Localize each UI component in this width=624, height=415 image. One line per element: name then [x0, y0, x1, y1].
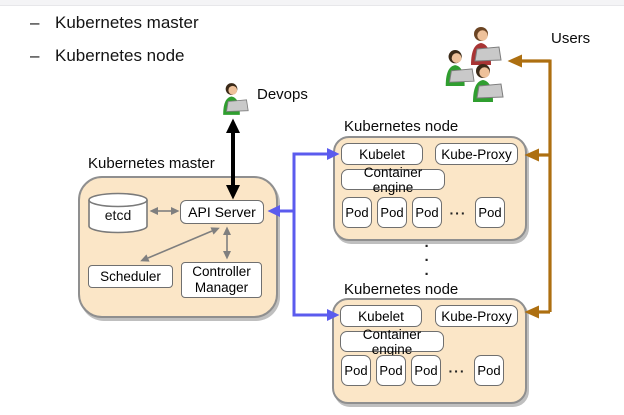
- users-label: Users: [551, 30, 591, 47]
- node1-container-engine-box: Container engine: [341, 165, 445, 195]
- pod-box: Pod: [474, 355, 504, 386]
- bullet-text: Kubernetes master: [55, 13, 199, 32]
- pod-ellipsis: ···: [448, 362, 466, 379]
- node1-title: Kubernetes node: [344, 118, 459, 135]
- devops-label: Devops: [257, 86, 308, 103]
- pod-ellipsis: ···: [449, 204, 467, 221]
- scheduler-box: Scheduler: [88, 265, 173, 288]
- node2-kube-proxy-box: Kube-Proxy: [435, 305, 518, 327]
- bullet-text: Kubernetes node: [55, 46, 185, 65]
- etcd-cylinder-icon: [88, 192, 148, 234]
- controller-manager-box: Controller Manager: [181, 262, 262, 298]
- top-border-strip: [0, 0, 624, 6]
- node2-container-engine-box: Container engine: [340, 327, 444, 357]
- bullet-dash-icon: –: [30, 13, 40, 32]
- user-person-icon: [473, 64, 504, 102]
- pod-box: Pod: [412, 197, 442, 228]
- node1-kube-proxy-box: Kube-Proxy: [435, 143, 518, 165]
- pod-box: Pod: [411, 355, 441, 386]
- bullet-dash-icon: –: [30, 46, 40, 65]
- devops-person-icon: [223, 83, 249, 115]
- user-person-icon: [445, 50, 475, 86]
- node2-title: Kubernetes node: [344, 281, 459, 298]
- pod-box: Pod: [377, 197, 407, 228]
- pod-box: Pod: [342, 197, 372, 228]
- bullet-kubernetes-master: – Kubernetes master: [30, 13, 199, 33]
- api-server-box: API Server: [180, 200, 264, 224]
- master-title: Kubernetes master: [88, 155, 215, 172]
- etcd-label: etcd: [104, 207, 132, 223]
- bullet-kubernetes-node: – Kubernetes node: [30, 46, 185, 66]
- node1-kubelet-box: Kubelet: [341, 143, 423, 165]
- pod-box: Pod: [341, 355, 371, 386]
- pod-box: Pod: [376, 355, 406, 386]
- pod-box: Pod: [475, 197, 505, 228]
- user-person-icon: [471, 27, 502, 65]
- node2-kubelet-box: Kubelet: [340, 305, 422, 327]
- nodes-vertical-ellipsis: · · ·: [424, 238, 430, 283]
